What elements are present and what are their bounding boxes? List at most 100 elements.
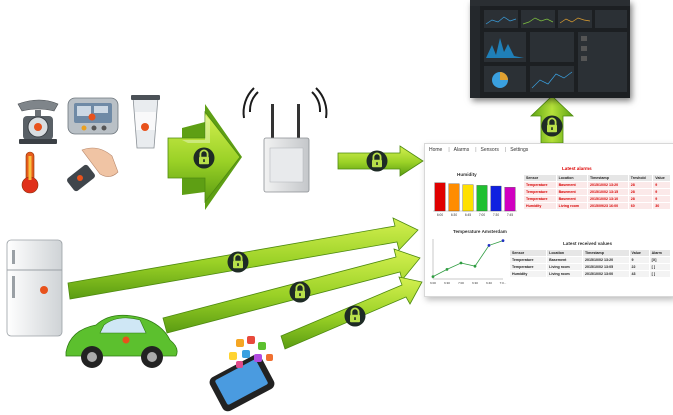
nav-settings[interactable]: Settings <box>510 147 529 153</box>
humidity-bar <box>462 184 474 212</box>
blood-pressure-monitor-icon <box>67 97 119 135</box>
kitchen-scale-icon <box>17 99 59 144</box>
smartphone-icon <box>209 336 275 412</box>
table-cell: 9 <box>652 181 671 189</box>
table-cell: 22 <box>628 263 650 271</box>
table-cell: 2015/10/02 13:20 <box>582 256 630 264</box>
measuring-cup-icon <box>131 95 160 149</box>
table-cell: Temperature <box>523 195 557 203</box>
temperature-line <box>432 240 504 277</box>
table-header-cell: Sensor <box>523 174 557 182</box>
table-header-cell: Value <box>652 174 671 182</box>
table-cell: 28 <box>627 188 654 196</box>
temperature-point <box>487 244 491 247</box>
table-header-cell: Value <box>628 249 650 257</box>
temperature-point <box>459 261 463 265</box>
alarms-table-title: Latest alarms <box>562 166 592 171</box>
table-cell: Humidity <box>508 270 548 278</box>
temperature-point <box>431 275 435 278</box>
table-cell: 2015/10/02 13:00 <box>582 270 630 278</box>
lock-icon <box>226 250 250 274</box>
nav-home[interactable]: Home <box>429 147 443 153</box>
humidity-bar <box>434 182 446 212</box>
humidity-tick-label: 6:00 <box>437 213 443 217</box>
table-cell: 9 <box>628 256 650 264</box>
table-cell: Basement <box>555 181 588 189</box>
temperature-point <box>501 239 505 242</box>
lock-icon <box>288 280 312 304</box>
table-cell: 60 <box>627 202 654 210</box>
temperature-tick-label: 6:30 <box>472 281 478 285</box>
panel-nav: Home|Alarms|Sensors|Settings <box>429 147 529 153</box>
table-header-cell: Location <box>546 249 583 257</box>
dashboard-panel: Home|Alarms|Sensors|Settings Humidity 6:… <box>424 143 673 297</box>
table-cell: 9 <box>652 188 671 196</box>
table-cell: [ ] <box>648 270 672 278</box>
temperature-line-chart: 6:00 6:30 7:00 6:30 6:40 7:0... <box>430 239 507 285</box>
table-cell: 28 <box>627 181 654 189</box>
table-cell: 2015/09/23 16:00 <box>586 202 629 210</box>
table-cell: Temperature <box>523 181 557 189</box>
table-cell: 2015/10/02 13:10 <box>586 195 629 203</box>
table-cell: Living room <box>546 270 583 278</box>
temperature-tick-label: 7:0... <box>500 281 507 285</box>
table-cell: 9 <box>652 195 671 203</box>
humidity-tick-label: 7:30 <box>493 213 499 217</box>
fridge-icon <box>6 239 63 337</box>
table-header-cell: Alarm <box>648 249 672 257</box>
table-cell: [ ] <box>648 263 672 271</box>
table-cell: [X] <box>648 256 672 264</box>
table-cell: Temperature <box>508 263 548 271</box>
temperature-tick-label: 6:30 <box>444 281 450 285</box>
lock-icon <box>365 149 389 173</box>
table-header-cell: Sensor <box>508 249 548 257</box>
temperature-point <box>473 264 477 268</box>
car-icon <box>65 314 178 368</box>
table-header-cell: Location <box>555 174 588 182</box>
nav-sensors[interactable]: Sensors <box>480 147 499 153</box>
table-cell: 2015/10/02 13:15 <box>586 188 629 196</box>
nav-alarms[interactable]: Alarms <box>453 147 470 153</box>
table-cell: 28 <box>627 195 654 203</box>
table-cell: Humidity <box>523 202 557 210</box>
table-header-cell: Treshold <box>627 174 654 182</box>
table-cell: Basement <box>555 195 588 203</box>
pulse-oximeter-icon <box>67 147 119 192</box>
lock-icon <box>343 304 367 328</box>
table-cell: 2015/10/02 13:05 <box>582 263 630 271</box>
humidity-chart-title: Humidity <box>457 172 477 177</box>
humidity-bar <box>504 187 516 212</box>
dashboard-screenshot <box>470 0 630 98</box>
table-cell: 43 <box>628 270 650 278</box>
table-cell: Temperature <box>523 188 557 196</box>
lock-icon <box>540 114 564 138</box>
temperature-tick-label: 6:40 <box>486 281 492 285</box>
temperature-tick-label: 6:00 <box>430 281 436 285</box>
table-cell: Living room <box>546 263 583 271</box>
wifi-router-icon <box>242 87 328 193</box>
humidity-bar <box>448 183 460 212</box>
received-values-title: Latest received values <box>563 241 613 246</box>
temperature-point <box>445 268 449 271</box>
humidity-tick-label: 7:00 <box>479 213 485 217</box>
thermometer-icon <box>21 151 39 194</box>
humidity-tick-label: 6:45 <box>465 213 471 217</box>
humidity-bar <box>476 185 488 212</box>
table-header-cell: Timestamp <box>586 174 629 182</box>
temperature-tick-label: 7:00 <box>458 281 464 285</box>
table-header-cell: Timestamp <box>582 249 630 257</box>
humidity-bar <box>490 185 502 212</box>
lock-icon <box>192 146 216 170</box>
table-cell: 2015/10/02 13:20 <box>586 181 629 189</box>
